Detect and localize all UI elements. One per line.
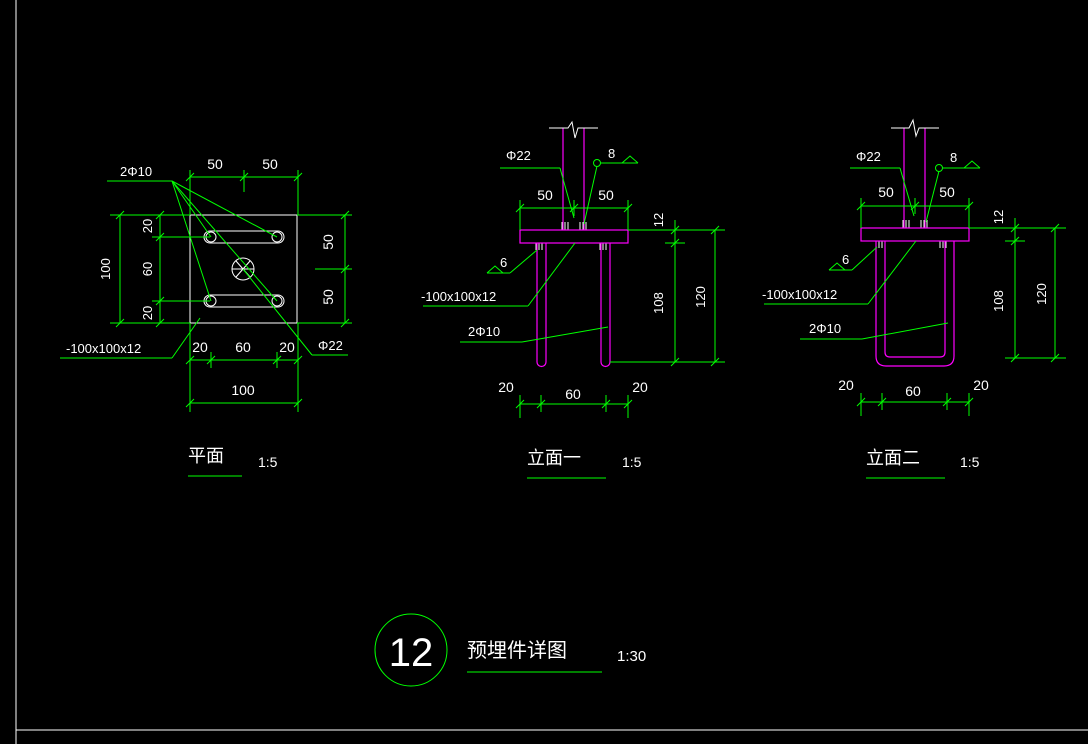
elevation-one-label-weld-top: 8 [608, 146, 615, 161]
elevation-one-dim-bottom-left: 20 [498, 379, 514, 395]
elevation-one-dim-bottom-right: 20 [632, 379, 648, 395]
elevation-one-dim-top-left: 50 [537, 187, 553, 203]
elevation-one-dim-total: 120 [693, 286, 708, 308]
plan-dim-left-bottom: 20 [140, 306, 155, 320]
elevation-two-dim-top-right: 50 [939, 184, 955, 200]
elevation-two-dim-top-left: 50 [878, 184, 894, 200]
plan-plate-outline [189, 214, 298, 324]
elevation-one-dim-inner: 108 [651, 292, 666, 314]
plan-dim-bottom-mid: 60 [235, 339, 251, 355]
plan-label-plate: -100x100x12 [66, 341, 141, 356]
detail-scale: 1:30 [617, 648, 646, 665]
elevation-one-view: 50 50 12 108 120 20 60 20 Φ22 [421, 120, 725, 479]
plan-dim-left-top: 20 [140, 219, 155, 233]
plan-title: 平面 [188, 446, 224, 466]
elevation-two-u-rebar-inner [884, 241, 946, 358]
elevation-two-label-weld-top: 8 [950, 150, 957, 165]
plan-dim-left-mid: 60 [140, 262, 155, 276]
detail-number: 12 [389, 631, 434, 675]
elevation-two-dim-inner: 108 [991, 290, 1006, 312]
elevation-one-scale: 1:5 [622, 454, 642, 470]
elevation-one-dim-bottom-mid: 60 [565, 386, 581, 402]
elevation-two-dim-thickness: 12 [991, 210, 1006, 224]
plan-dim-top-left: 50 [207, 156, 223, 172]
elevation-one-dim-top-right: 50 [598, 187, 614, 203]
elevation-two-dim-bottom-right: 20 [973, 377, 989, 393]
elevation-one-label-plate: -100x100x12 [421, 289, 496, 304]
elevation-one-plate [519, 229, 629, 244]
plan-dim-top-right: 50 [262, 156, 278, 172]
plan-label-bolt: Φ22 [318, 338, 343, 353]
detail-number-circle [374, 613, 448, 687]
plan-dim-bottom-total: 100 [231, 382, 255, 398]
elevation-two-u-rebar-outer [875, 241, 955, 367]
elevation-two-plate [860, 227, 970, 242]
elevation-one-dim-thickness: 12 [651, 213, 666, 227]
elevation-two-label-plate: -100x100x12 [762, 287, 837, 302]
plan-label-rebar: 2Φ10 [120, 164, 152, 179]
elevation-one-label-weld-side: 6 [500, 255, 507, 270]
elevation-two-dim-bottom-mid: 60 [905, 383, 921, 399]
plan-dim-left-total: 100 [98, 258, 113, 280]
elevation-one-label-rebar: 2Φ10 [468, 324, 500, 339]
elevation-two-view: 50 50 12 108 120 20 60 20 Φ22 [762, 118, 1066, 479]
plan-dim-bottom-right: 20 [279, 339, 295, 355]
elevation-two-title: 立面二 [866, 448, 920, 468]
elevation-one-label-bolt: Φ22 [506, 148, 531, 163]
detail-title: 预埋件详图 [467, 639, 567, 662]
elevation-one-title: 立面一 [527, 448, 581, 468]
elevation-two-scale: 1:5 [960, 454, 980, 470]
plan-scale: 1:5 [258, 454, 278, 470]
elevation-two-label-bolt: Φ22 [856, 149, 881, 164]
elevation-two-dim-bottom-left: 20 [838, 377, 854, 393]
elevation-two-label-rebar: 2Φ10 [809, 321, 841, 336]
plan-dim-bottom-left: 20 [192, 339, 208, 355]
elevation-two-label-weld-side: 6 [842, 252, 849, 267]
elevation-two-dim-total: 120 [1034, 283, 1049, 305]
plan-dim-right-bottom: 50 [320, 289, 336, 305]
detail-title-block: 12 预埋件详图 1:30 [374, 613, 646, 687]
plan-dim-right-top: 50 [320, 234, 336, 250]
plan-view: 50 50 100 20 60 20 50 50 [60, 156, 352, 477]
